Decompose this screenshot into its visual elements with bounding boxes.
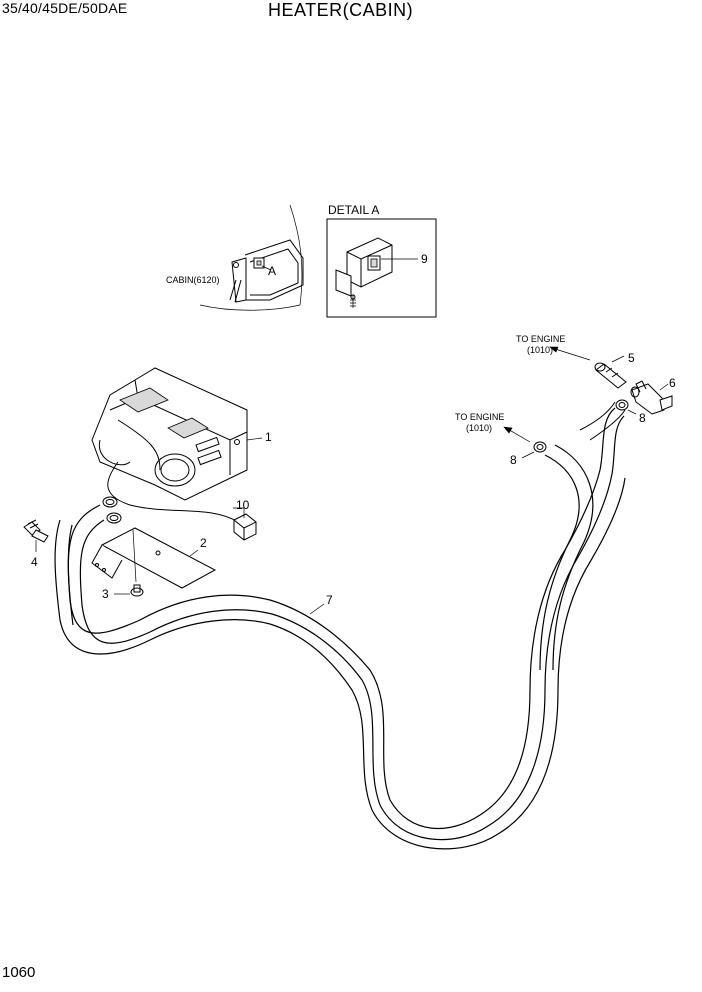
callout-1: 1 [265,430,272,444]
hose-clamps-heater [102,496,122,524]
callout-8-upper: 8 [639,411,646,425]
cabin-reference-label: CABIN(6120) [166,275,220,285]
callout-6: 6 [669,376,676,390]
callout-7: 7 [326,593,333,607]
hose-clamp-lower [533,441,547,453]
engine-ref-upper: (1010) [527,345,553,355]
cabin-locator-sketch [199,204,304,311]
detail-a-frame [326,218,437,318]
detail-marker-a: A [268,264,276,278]
callout-3: 3 [102,587,109,601]
model-label: 35/40/45DE/50DAE [2,0,128,16]
page-number: 1060 [2,964,36,981]
wire-connector [233,513,257,541]
to-engine-label-lower: TO ENGINE [455,412,504,422]
callout-10: 10 [236,498,250,512]
callout-4: 4 [31,555,38,569]
callout-8-lower: 8 [510,453,517,467]
heater-unit [91,367,248,501]
bracket-bolt [130,529,144,597]
hose-fitting-left [23,519,49,543]
heater-switch-detail [335,237,393,308]
hose-fitting-right [594,362,627,389]
hose-clamp-upper [615,399,629,411]
callout-2: 2 [200,536,207,550]
engine-ref-lower: (1010) [466,423,492,433]
heater-valve [630,380,673,415]
detail-a-title: DETAIL A [328,203,379,217]
to-engine-label-upper: TO ENGINE [516,334,565,344]
callout-5: 5 [628,351,635,365]
callout-9: 9 [421,252,428,266]
mounting-bracket [91,527,217,589]
heater-hose [54,401,626,850]
page-title: HEATER(CABIN) [268,0,414,20]
